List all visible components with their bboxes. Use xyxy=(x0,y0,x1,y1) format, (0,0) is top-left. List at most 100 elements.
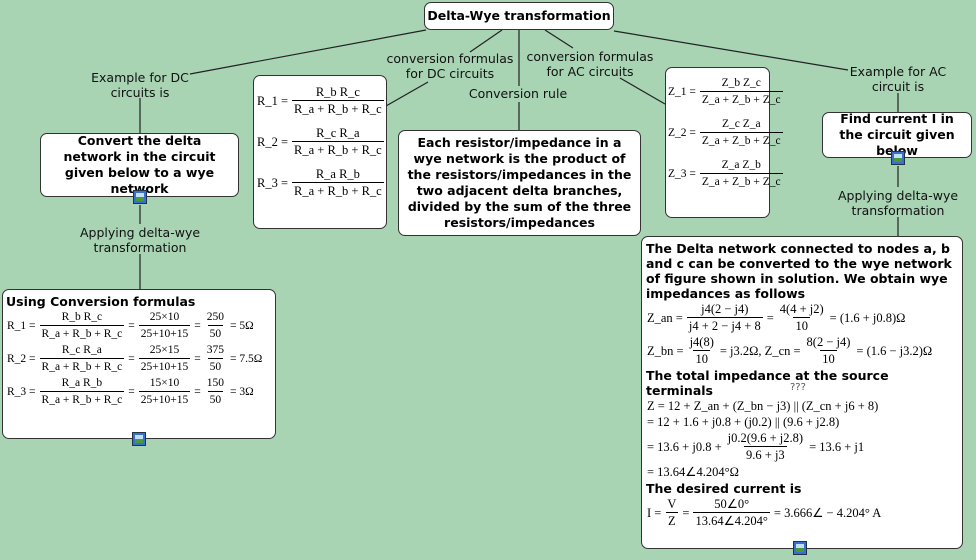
dc-solution-heading: Using Conversion formulas xyxy=(6,294,196,309)
denominator: 9.6 + j3 xyxy=(744,446,787,462)
denominator: j4 + 2 − j4 + 8 xyxy=(686,317,763,333)
equation-text: = 7.5Ω xyxy=(229,353,263,365)
equation-text: Z_bn = xyxy=(647,343,684,358)
numerator: R_c R_a xyxy=(61,344,102,356)
fraction: 25×15 25+10+15 xyxy=(138,343,191,375)
link-ac-formulas[interactable]: conversion formulas for AC circuits xyxy=(526,49,654,79)
equation-text: R_2 = xyxy=(7,353,36,365)
fraction: j0.2(9.6 + j2.8)9.6 + j3 xyxy=(726,431,805,463)
numerator: 25×10 xyxy=(149,311,180,323)
numerator: Z_c Z_a xyxy=(721,118,761,130)
numerator: j4(2 − j4) xyxy=(701,302,749,316)
numerator: Z_b Z_c xyxy=(721,77,761,89)
equation-text: R_3 = xyxy=(7,386,36,398)
link-ac-example[interactable]: Example for AC circuit is xyxy=(849,64,947,94)
equation-text: Z_an = xyxy=(647,310,683,325)
fraction: j4(8)10 xyxy=(688,335,716,367)
denominator: 13.64∠4.204° xyxy=(693,512,770,528)
ac-solution-intro: The Delta network connected to nodes a, … xyxy=(646,241,952,301)
link-dc-formulas[interactable]: conversion formulas for DC circuits xyxy=(386,51,514,81)
equation-text: = 13.6 + j0.8 + xyxy=(647,439,722,454)
equation-text: = 13.6 + j1 xyxy=(809,439,865,454)
link-dc-example[interactable]: Example for DC circuits is xyxy=(91,70,189,100)
equation-line: Z_bn =j4(8)10= j3.2Ω, Z_cn =8(2 − j4)10=… xyxy=(646,335,958,367)
numerator: 50∠0° xyxy=(714,497,750,511)
numerator: 25×15 xyxy=(149,344,180,356)
image-icon[interactable] xyxy=(132,432,146,446)
root-node[interactable]: Delta-Wye transformation xyxy=(424,2,614,30)
link-dc-applying[interactable]: Applying delta-wye transformation xyxy=(79,225,201,255)
numerator: 4(4 + j2) xyxy=(779,302,824,316)
equation-text: = 3Ω xyxy=(229,386,254,398)
image-icon[interactable] xyxy=(133,190,147,204)
denominator: Z_a + Z_b + Z_c xyxy=(699,173,783,190)
denominator: 25+10+15 xyxy=(138,358,191,375)
equation-text: = 12 + 1.6 + j0.8 + (j0.2) || (9.6 + j2.… xyxy=(647,415,840,429)
equation-text: = (1.6 + j0.8)Ω xyxy=(829,310,906,325)
numerator: 375 xyxy=(206,344,224,356)
equation-text: = xyxy=(766,310,774,325)
fraction: j4(2 − j4)j4 + 2 − j4 + 8 xyxy=(686,302,763,334)
equation-text: = 3.666∠ − 4.204° A xyxy=(773,506,882,520)
equation-text: R_3 = xyxy=(257,175,289,190)
overlay-marker: ??? xyxy=(790,382,806,393)
image-icon[interactable] xyxy=(891,151,905,165)
ac-solution-node[interactable]: The Delta network connected to nodes a, … xyxy=(641,236,963,549)
equation-line: = 13.64∠4.204°Ω xyxy=(646,464,958,480)
equation-text: = xyxy=(682,505,690,520)
denominator: R_a + R_b + R_c xyxy=(39,358,125,375)
denominator: 10 xyxy=(820,350,837,366)
rule-node[interactable]: Each resistor/impedance in a wye network… xyxy=(398,130,641,236)
equation-text: = xyxy=(194,320,201,332)
numerator: R_a R_b xyxy=(61,377,103,389)
denominator: 25+10+15 xyxy=(138,325,191,342)
denominator: R_a + R_b + R_c xyxy=(292,141,384,157)
denominator: Z xyxy=(666,512,678,528)
numerator: V xyxy=(667,497,677,511)
ac-task-node[interactable]: Find current I in the circuit given belo… xyxy=(822,111,972,158)
equation-text: R_1 = xyxy=(257,93,289,108)
numerator: 250 xyxy=(206,311,224,323)
fraction: 8(2 − j4)10 xyxy=(805,335,853,367)
equation-text: = 5Ω xyxy=(229,320,254,332)
link-ac-applying[interactable]: Applying delta-wye transformation xyxy=(837,188,959,218)
numerator: R_b R_c xyxy=(315,85,360,99)
ac-total-impedance-equations: Z = 12 + Z_an + (Z_bn − j3) || (Z_cn + j… xyxy=(646,399,958,480)
denominator: R_a + R_b + R_c xyxy=(39,391,125,408)
equation-text: Z = 12 + Z_an + (Z_bn − j3) || (Z_cn + j… xyxy=(647,399,879,413)
numerator: j4(8) xyxy=(689,335,714,349)
denominator: 10 xyxy=(793,317,810,333)
image-icon[interactable] xyxy=(793,541,807,555)
denominator: 50 xyxy=(207,358,224,375)
equation-text: = xyxy=(128,320,135,332)
link-conversion-rule[interactable]: Conversion rule xyxy=(468,86,568,101)
dc-task-node[interactable]: Convert the delta network in the circuit… xyxy=(40,133,239,197)
numerator: Z_a Z_b xyxy=(721,159,761,171)
denominator: R_a + R_b + R_c xyxy=(39,325,125,342)
denominator: 50 xyxy=(207,391,224,408)
